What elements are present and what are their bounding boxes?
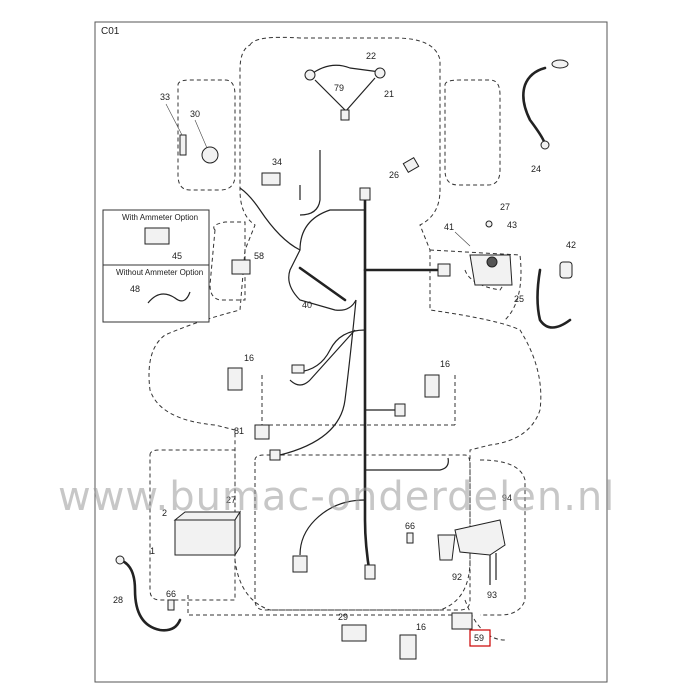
callout-1: 1 [150, 546, 155, 556]
callout-34: 34 [272, 157, 282, 167]
switch-16-bottom: 16 [399, 622, 426, 660]
callout-22: 22 [366, 51, 376, 61]
harness-40: 40 [298, 266, 347, 310]
callout-59-box [469, 629, 491, 647]
battery: 2 1 27 [150, 495, 241, 557]
callout-30: 30 [190, 109, 200, 119]
ground-cable-25: 42 25 [514, 240, 576, 329]
callout-43: 43 [507, 220, 517, 230]
callout-66-right: 66 [405, 521, 415, 531]
callout-26: 26 [389, 170, 399, 180]
callout-28: 28 [113, 595, 123, 605]
part-34: 34 [261, 150, 321, 216]
harness-connector-a [359, 187, 371, 201]
callout-48: 48 [130, 284, 140, 294]
callout-81: 81 [234, 426, 244, 436]
callout-16-right: 16 [440, 359, 450, 369]
headlight-harness: 22 79 21 [304, 51, 394, 121]
callout-27: 27 [500, 202, 510, 212]
solenoid-assembly: 27 41 43 [444, 202, 517, 286]
ammeter-gauge [144, 227, 170, 245]
callout-66-left: 66 [166, 589, 176, 599]
bracket-assembly: 94 92 93 [437, 493, 512, 600]
watermark: www.bumac-onderdelen.nl [58, 474, 615, 520]
callout-59: 59 [474, 633, 484, 643]
ammeter-option-title: With Ammeter Option [122, 213, 198, 222]
relay-81: 81 [234, 424, 281, 461]
ignition-switch: 33 30 [160, 92, 219, 164]
switch-16-right: 16 [424, 359, 450, 398]
callout-40: 40 [302, 300, 312, 310]
callout-16-bottom: 16 [416, 622, 426, 632]
callout-93: 93 [487, 590, 497, 600]
callout-79: 79 [334, 83, 344, 93]
callout-29: 29 [338, 612, 348, 622]
harness-connector-e [364, 564, 376, 580]
callout-41: 41 [444, 222, 454, 232]
ammeter-option-inset: With Ammeter Option Without Ammeter Opti… [102, 209, 210, 323]
callout-27-battery: 27 [226, 495, 236, 505]
main-harness [239, 187, 451, 580]
callout-25: 25 [514, 294, 524, 304]
harness-connector-b [437, 263, 451, 277]
bolt-66-left: 66 [166, 589, 176, 611]
part-26: 26 [389, 156, 420, 180]
callout-2: 2 [162, 508, 167, 518]
callout-16-left: 16 [244, 353, 254, 363]
jumper-wire-48 [147, 291, 191, 304]
callout-21: 21 [384, 89, 394, 99]
bolt-66-right: 66 [405, 521, 415, 544]
callout-92: 92 [452, 572, 462, 582]
part-58: 58 [231, 251, 264, 275]
callout-58: 58 [254, 251, 264, 261]
battery-cable-24: 24 [522, 59, 569, 174]
chassis-outline [148, 36, 542, 641]
callout-33: 33 [160, 92, 170, 102]
callout-42: 42 [566, 240, 576, 250]
switch-16-left: 16 [227, 353, 254, 391]
sheet-code: C01 [101, 26, 120, 37]
callout-45: 45 [172, 251, 182, 261]
harness-connector-d [291, 364, 305, 374]
callout-24: 24 [531, 164, 541, 174]
battery-cable-28: 28 [113, 555, 182, 632]
callout-94: 94 [502, 493, 512, 503]
switch-29: 29 [338, 612, 367, 642]
seat-harness [292, 555, 308, 573]
module-59: 59 [451, 612, 491, 647]
harness-connector-c [394, 403, 406, 417]
no-ammeter-option-title: Without Ammeter Option [116, 268, 203, 277]
